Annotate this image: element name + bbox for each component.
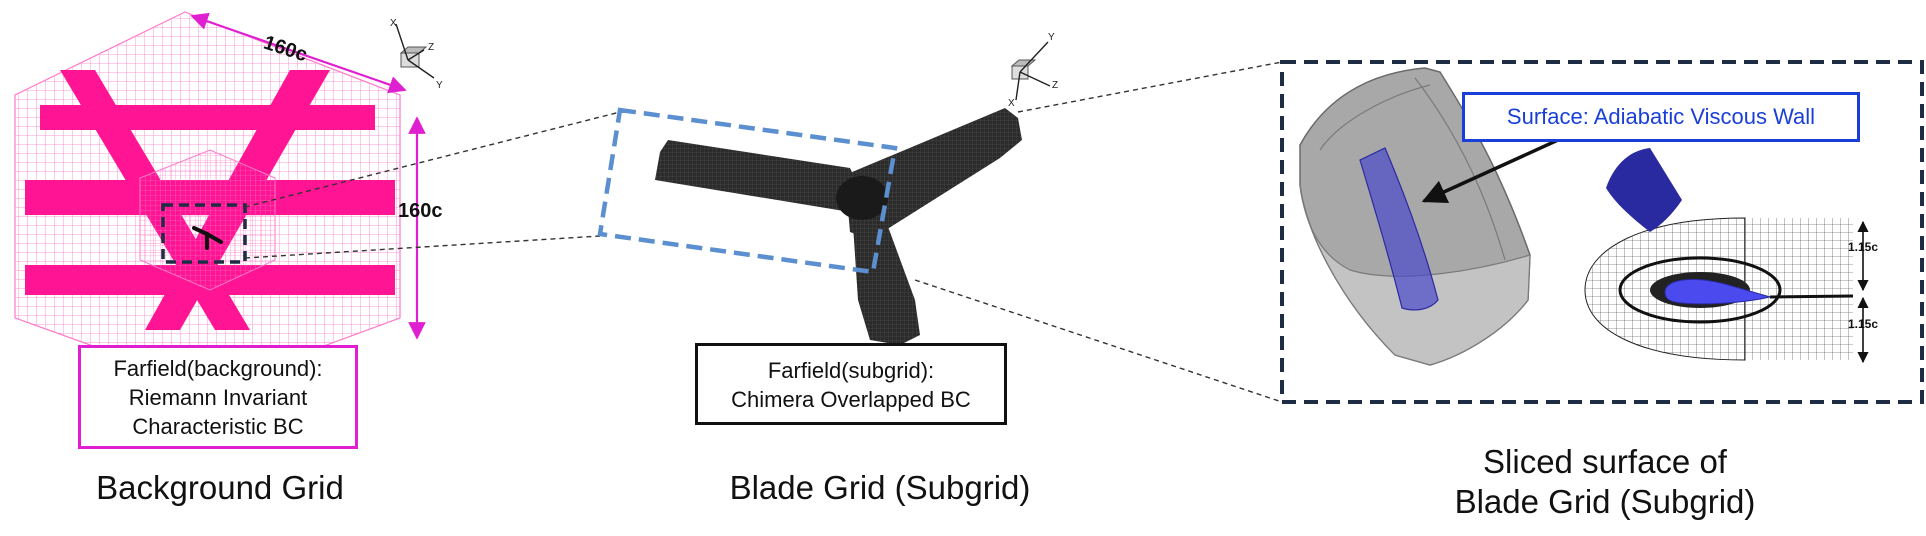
blade-wall-surface-3d <box>1359 147 1439 311</box>
caption-background-grid: Background Grid <box>96 469 344 506</box>
axis-label-left-b: Z <box>428 42 435 53</box>
connector-lines-left <box>244 111 621 259</box>
connector-lines-right <box>914 61 1283 403</box>
axis-label-mid-a: Y <box>1048 32 1055 43</box>
axis-triad-icon <box>395 23 435 79</box>
wake-line <box>1769 294 1854 299</box>
blade-arm-down <box>852 205 920 345</box>
background-bc-line-1: Farfield(background): <box>113 356 323 381</box>
axis-triad-icon <box>1010 41 1051 101</box>
dim-arrow-top <box>190 12 407 94</box>
background-bc-box: Farfield(background): Riemann Invariant … <box>78 345 358 449</box>
slice-mesh-dense <box>1618 256 1782 324</box>
axis-label-mid-c: X <box>1008 98 1015 109</box>
slice-mesh-figure <box>1584 148 1854 361</box>
blade-grid-figure <box>597 107 1022 345</box>
caption-sliced-surface: Sliced surface of Blade Grid (Subgrid) <box>1385 442 1825 522</box>
axis-label-mid-b: Z <box>1052 80 1059 91</box>
axis-label-left-a: X <box>390 18 397 29</box>
blade-arm-left <box>655 140 865 212</box>
dim-label-side: 160c <box>398 200 443 222</box>
slice-mesh-rect <box>1745 218 1853 360</box>
blade-bc-line-1: Farfield(subgrid): <box>767 358 935 383</box>
blade-bc-box: Farfield(subgrid): Chimera Overlapped BC <box>695 343 1007 425</box>
slice-3d-front-face <box>1299 184 1531 366</box>
caption-sliced-line-1: Sliced surface of <box>1483 443 1727 480</box>
slice-3d-edge <box>1319 77 1506 261</box>
caption-blade-grid: Blade Grid (Subgrid) <box>729 469 1031 506</box>
blade-arm-right <box>845 108 1022 240</box>
blade-wall-surface-top <box>1606 148 1682 232</box>
dim-label-upper: 1.15c <box>1848 240 1879 254</box>
dim-label-lower: 1.15c <box>1848 317 1879 331</box>
zoom-box-small <box>161 203 247 264</box>
airfoil-section <box>1664 278 1772 305</box>
mini-rotor-icon <box>192 226 223 250</box>
background-bc-line-3: Characteristic BC <box>132 414 304 439</box>
axis-label-left-c: Y <box>436 80 443 91</box>
caption-sliced-line-2: Blade Grid (Subgrid) <box>1454 483 1756 520</box>
subgrid-dashed-box <box>597 107 898 275</box>
surface-label-box: Surface: Adiabatic Viscous Wall <box>1462 92 1860 142</box>
background-bc-line-2: Riemann Invariant <box>128 385 308 410</box>
slice-3d-figure <box>1299 67 1531 366</box>
blade-bc-line-2: Chimera Overlapped BC <box>731 387 971 412</box>
background-grid-figure <box>14 11 426 389</box>
inner-mesh <box>139 149 276 291</box>
blade-hub <box>836 176 888 220</box>
